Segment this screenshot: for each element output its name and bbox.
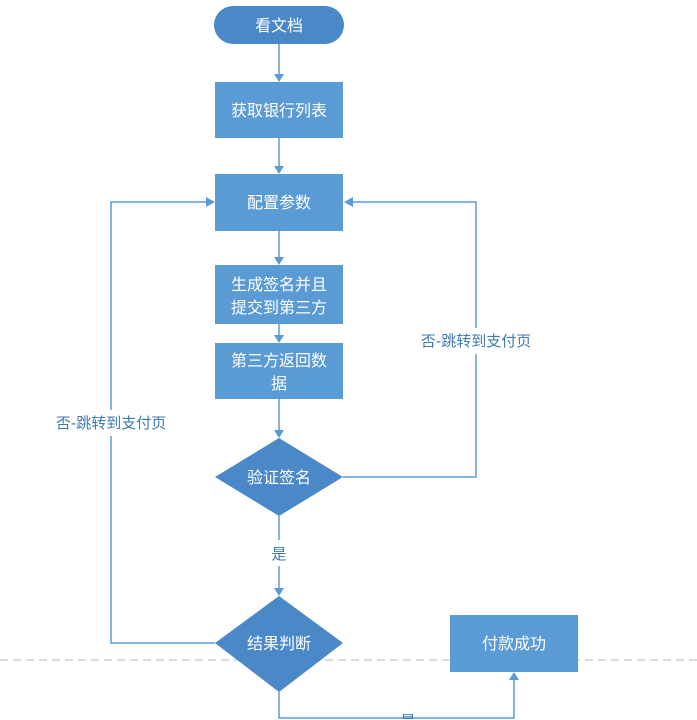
node-start-label: 看文档 <box>255 16 303 35</box>
node-third-party-return: 第三方返回数 据 <box>215 343 343 399</box>
node-get-bank-list: 获取银行列表 <box>215 82 343 138</box>
node-pay-success: 付款成功 <box>450 615 578 672</box>
node-verify-sign-label: 验证签名 <box>247 468 311 487</box>
node-get-bank-list-label: 获取银行列表 <box>231 101 327 120</box>
edge-label-result-yes: 是 <box>400 712 415 720</box>
node-pay-success-label: 付款成功 <box>482 634 546 653</box>
node-verify-sign: 验证签名 <box>215 438 343 516</box>
node-third-party-line2: 据 <box>271 374 287 393</box>
node-start: 看文档 <box>214 6 344 44</box>
node-generate-sign: 生成签名并且 提交到第三方 <box>215 265 343 324</box>
node-third-party-line1: 第三方返回数 <box>231 351 327 370</box>
edge-result-yes <box>278 678 515 719</box>
node-result-judge-label: 结果判断 <box>247 634 311 653</box>
node-config-params: 配置参数 <box>215 174 343 231</box>
edge-label-result-no: 否-跳转到支付页 <box>56 414 166 432</box>
node-generate-sign-line2: 提交到第三方 <box>231 298 327 317</box>
edge-label-verify-no: 否-跳转到支付页 <box>421 332 531 350</box>
edge-label-verify-yes: 是 <box>271 545 286 563</box>
node-generate-sign-line1: 生成签名并且 <box>231 275 327 294</box>
node-config-params-label: 配置参数 <box>247 193 311 212</box>
node-result-judge: 结果判断 <box>215 596 343 692</box>
